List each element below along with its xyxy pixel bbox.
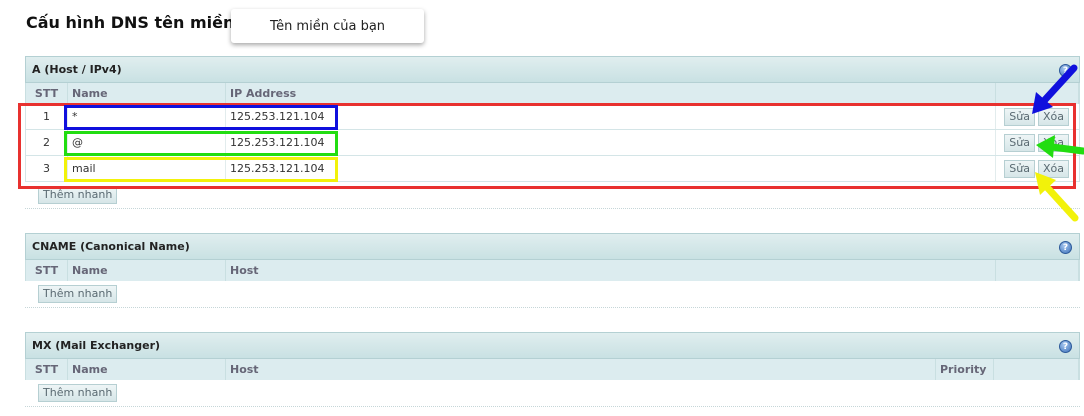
cname-header: CNAME (Canonical Name) ? xyxy=(25,233,1080,260)
mx-section: MX (Mail Exchanger) ? STT Name Host Prio… xyxy=(25,332,1080,407)
row-ip: 125.253.121.104 xyxy=(226,104,996,129)
column-host: Host xyxy=(226,359,936,380)
row-stt: 3 xyxy=(26,156,68,181)
edit-button[interactable]: Sửa xyxy=(1004,133,1035,152)
edit-button[interactable]: Sửa xyxy=(1004,159,1035,178)
row-name: * xyxy=(68,104,226,129)
row-stt: 2 xyxy=(26,130,68,155)
a-record-header: A (Host / IPv4) ? xyxy=(25,56,1080,83)
help-icon[interactable]: ? xyxy=(1059,241,1072,254)
delete-button[interactable]: Xóa xyxy=(1037,159,1069,178)
column-name: Name xyxy=(68,83,226,104)
delete-button[interactable]: Xóa xyxy=(1037,107,1069,126)
column-name: Name xyxy=(68,260,226,281)
table-row: 2 @ 125.253.121.104 Sửa Xóa xyxy=(25,130,1080,156)
help-icon[interactable]: ? xyxy=(1059,340,1072,353)
mx-column-header: STT Name Host Priority xyxy=(25,359,1080,380)
section-title: CNAME (Canonical Name) xyxy=(32,240,190,253)
cname-column-header: STT Name Host xyxy=(25,260,1080,281)
row-actions: Sửa Xóa xyxy=(996,104,1079,129)
delete-button[interactable]: Xóa xyxy=(1037,133,1069,152)
section-title: MX (Mail Exchanger) xyxy=(32,339,161,352)
row-ip: 125.253.121.104 xyxy=(226,156,996,181)
row-name: mail xyxy=(68,156,226,181)
quick-add-button[interactable]: Thêm nhanh xyxy=(38,285,118,303)
table-row: 3 mail 125.253.121.104 Sửa Xóa xyxy=(25,156,1080,182)
column-ip-address: IP Address xyxy=(226,83,996,104)
quick-add-button[interactable]: Thêm nhanh xyxy=(38,384,118,402)
row-name: @ xyxy=(68,130,226,155)
quick-add-row: Thêm nhanh xyxy=(25,281,1080,308)
row-actions: Sửa Xóa xyxy=(996,130,1079,155)
page-title: Cấu hình DNS tên miền: xyxy=(26,13,241,32)
column-host: Host xyxy=(226,260,996,281)
help-icon[interactable]: ? xyxy=(1059,64,1072,77)
quick-add-row: Thêm nhanh xyxy=(25,182,1080,209)
column-stt: STT xyxy=(26,359,68,380)
row-ip: 125.253.121.104 xyxy=(226,130,996,155)
a-record-column-header: STT Name IP Address xyxy=(25,83,1080,104)
edit-button[interactable]: Sửa xyxy=(1004,107,1035,126)
column-actions xyxy=(996,83,1079,104)
row-actions: Sửa Xóa xyxy=(996,156,1079,181)
table-row: 1 * 125.253.121.104 Sửa Xóa xyxy=(25,104,1080,130)
quick-add-row: Thêm nhanh xyxy=(25,380,1080,407)
column-priority: Priority xyxy=(936,359,994,380)
cname-section: CNAME (Canonical Name) ? STT Name Host T… xyxy=(25,233,1080,308)
column-actions xyxy=(994,359,1079,380)
section-title: A (Host / IPv4) xyxy=(32,63,122,76)
column-stt: STT xyxy=(26,83,68,104)
a-record-section: A (Host / IPv4) ? STT Name IP Address 1 … xyxy=(25,56,1080,209)
row-stt: 1 xyxy=(26,104,68,129)
mx-header: MX (Mail Exchanger) ? xyxy=(25,332,1080,359)
column-stt: STT xyxy=(26,260,68,281)
column-name: Name xyxy=(68,359,226,380)
domain-name-box[interactable]: Tên miền của bạn xyxy=(231,9,424,43)
quick-add-button[interactable]: Thêm nhanh xyxy=(38,186,118,204)
column-actions xyxy=(996,260,1079,281)
